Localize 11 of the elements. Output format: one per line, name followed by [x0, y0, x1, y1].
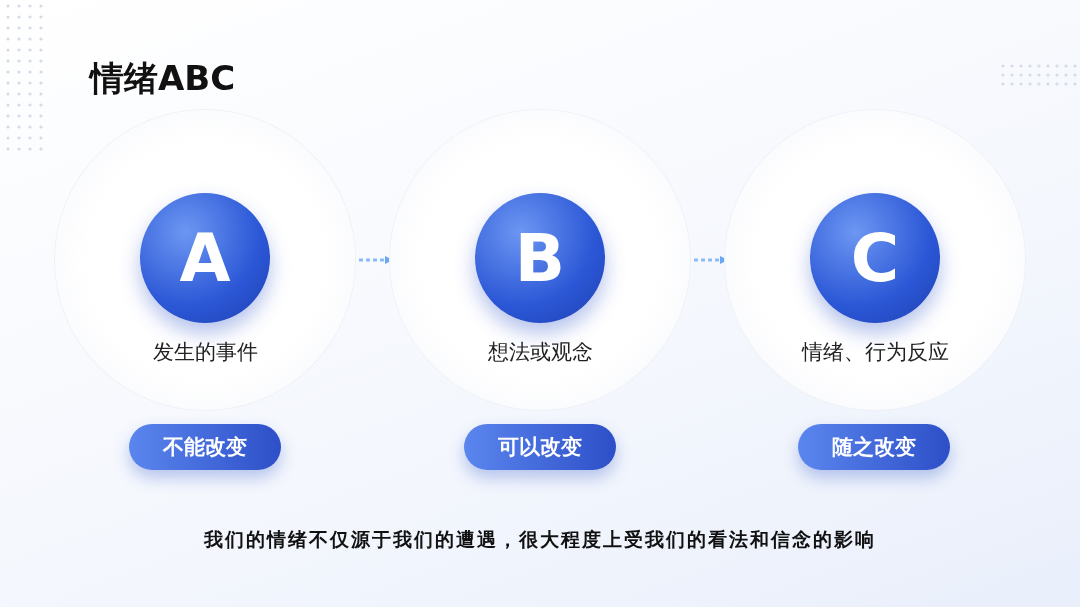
step-label: 情绪、行为反应 [801, 339, 949, 366]
letter-circle: B [475, 193, 605, 323]
letter-circle: C [810, 193, 940, 323]
status-pill: 可以改变 [464, 424, 616, 470]
step-label: 发生的事件 [152, 339, 258, 366]
status-pill: 随之改变 [798, 424, 950, 470]
title: 情绪ABC [90, 57, 236, 100]
letter-circle: A [140, 193, 270, 323]
caption: 我们的情绪不仅源于我们的遭遇，很大程度上受我们的看法和信念的影响 [204, 528, 876, 550]
status-pill: 不能改变 [129, 424, 281, 470]
step-label: 想法或观念 [487, 339, 593, 366]
